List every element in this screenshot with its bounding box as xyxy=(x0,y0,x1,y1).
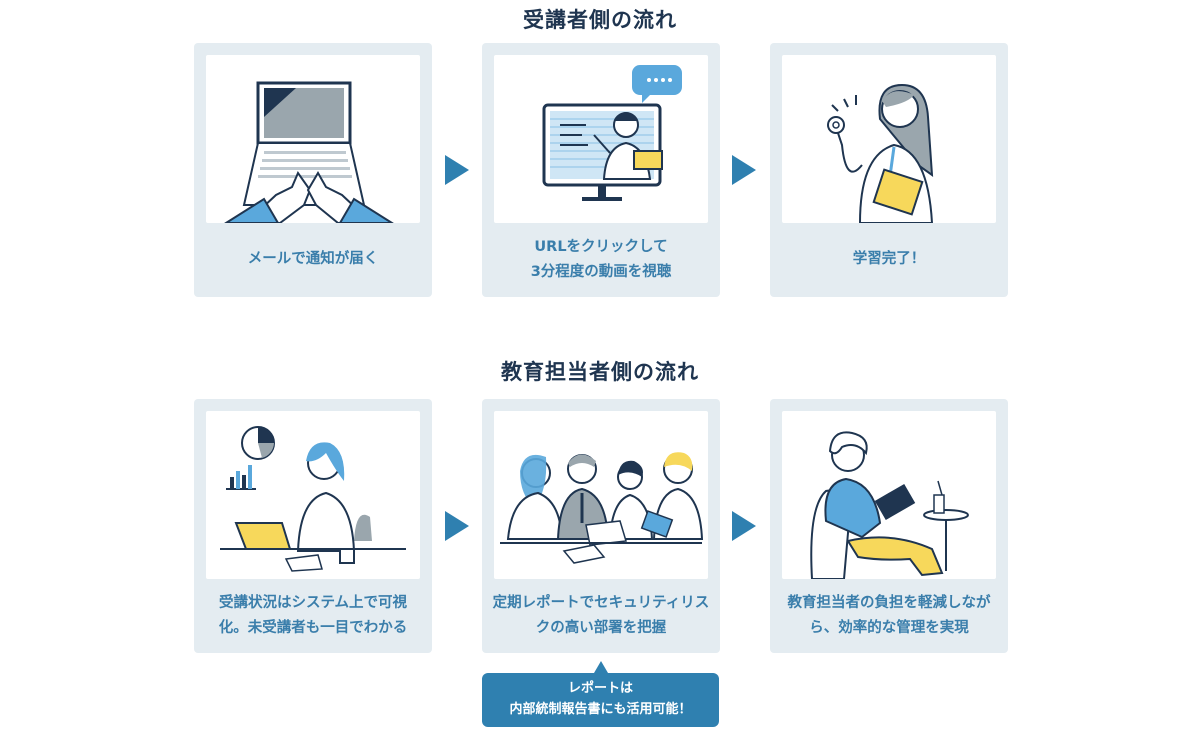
woman-with-charts-illustration xyxy=(206,411,420,579)
arrow-right-icon xyxy=(445,511,469,541)
arrow-right-icon xyxy=(732,511,756,541)
video-lecture-illustration xyxy=(494,55,708,223)
laptop-typing-illustration xyxy=(206,55,420,223)
admin-step-3-card: 教育担当者の負担を軽減しなが ら、効率的な管理を実現 xyxy=(770,399,1008,653)
arrow-right-icon xyxy=(732,155,756,185)
learner-step-2-card: URLをクリックして 3分程度の動画を視聴 xyxy=(482,43,720,297)
admin-step-1-card: 受講状況はシステム上で可視 化。未受講者も一目でわかる xyxy=(194,399,432,653)
learner-step-2-label: URLをクリックして 3分程度の動画を視聴 xyxy=(530,238,672,280)
admin-flow-title: 教育担当者側の流れ xyxy=(501,360,699,384)
admin-step-2-label: 定期レポートでセキュリティリス クの高い部署を把握 xyxy=(492,594,710,636)
admin-step-3-label: 教育担当者の負担を軽減しなが ら、効率的な管理を実現 xyxy=(787,594,991,636)
learner-step-3-label: 学習完了！ xyxy=(852,251,926,268)
relaxing-man-tablet-illustration xyxy=(782,411,996,579)
learner-step-1-label: メールで通知が届く xyxy=(247,251,379,268)
callout-pointer xyxy=(594,661,608,673)
learner-step-3-card: 学習完了！ xyxy=(770,43,1008,297)
arrow-right-icon xyxy=(445,155,469,185)
ok-gesture-woman-illustration xyxy=(782,55,996,223)
team-meeting-illustration xyxy=(494,411,708,579)
admin-step-1-label: 受講状況はシステム上で可視 化。未受講者も一目でわかる xyxy=(218,594,408,636)
report-callout: レポートは 内部統制報告書にも活用可能！ xyxy=(482,673,719,727)
admin-step-2-card: 定期レポートでセキュリティリス クの高い部署を把握 xyxy=(482,399,720,653)
learner-flow-title: 受講者側の流れ xyxy=(523,8,677,32)
learner-step-1-card: メールで通知が届く xyxy=(194,43,432,297)
